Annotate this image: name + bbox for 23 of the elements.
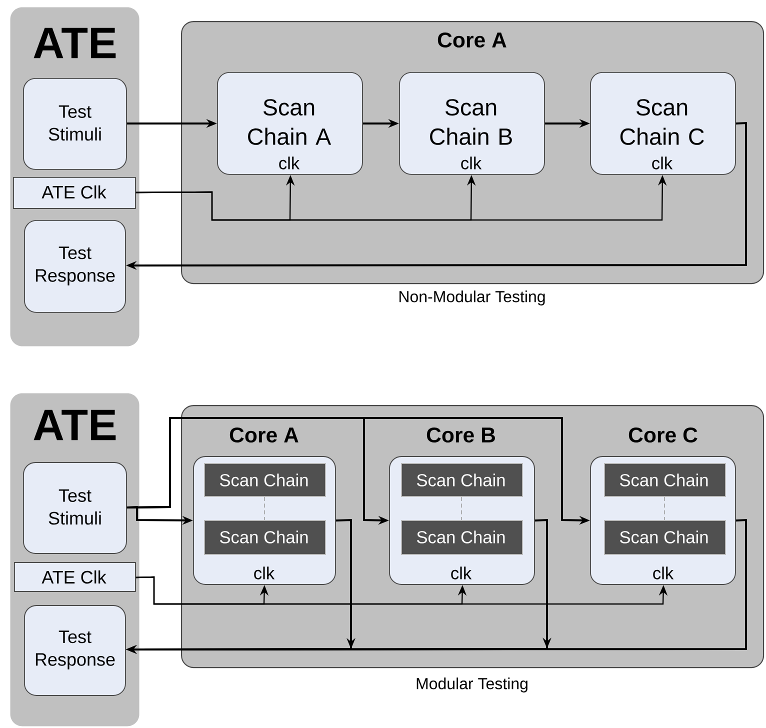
block-box: Scan Chain A clk bbox=[217, 72, 363, 175]
dashed-line bbox=[264, 496, 265, 520]
block-box: Test Response bbox=[24, 220, 126, 313]
node-label: Core A bbox=[230, 427, 298, 443]
dashed-line bbox=[664, 496, 665, 520]
clock-box: ATE Clk bbox=[13, 177, 136, 209]
block-box: Test Stimuli bbox=[23, 78, 127, 170]
scan-chain-box: Scan Chain bbox=[401, 463, 523, 497]
node-label: Core C bbox=[628, 427, 698, 443]
scan-chain-box: Scan Chain bbox=[204, 463, 326, 497]
block-box: Scan Chain C clk bbox=[590, 72, 736, 175]
clock-box: ATE Clk bbox=[14, 562, 136, 592]
dashed-line bbox=[461, 496, 462, 520]
node-label: Core B bbox=[426, 427, 495, 443]
block-box: Scan Chain B clk bbox=[399, 72, 545, 175]
scan-chain-box: Scan Chain bbox=[604, 520, 726, 555]
caption: Modular Testing bbox=[416, 678, 528, 692]
scan-chain-box: Scan Chain bbox=[401, 520, 523, 555]
caption: Non-Modular Testing bbox=[400, 290, 545, 306]
block-box: Test Response bbox=[24, 605, 126, 696]
scan-chain-box: Scan Chain bbox=[204, 520, 326, 555]
block-box: Test Stimuli bbox=[23, 462, 127, 554]
scan-chain-box: Scan Chain bbox=[604, 463, 726, 497]
